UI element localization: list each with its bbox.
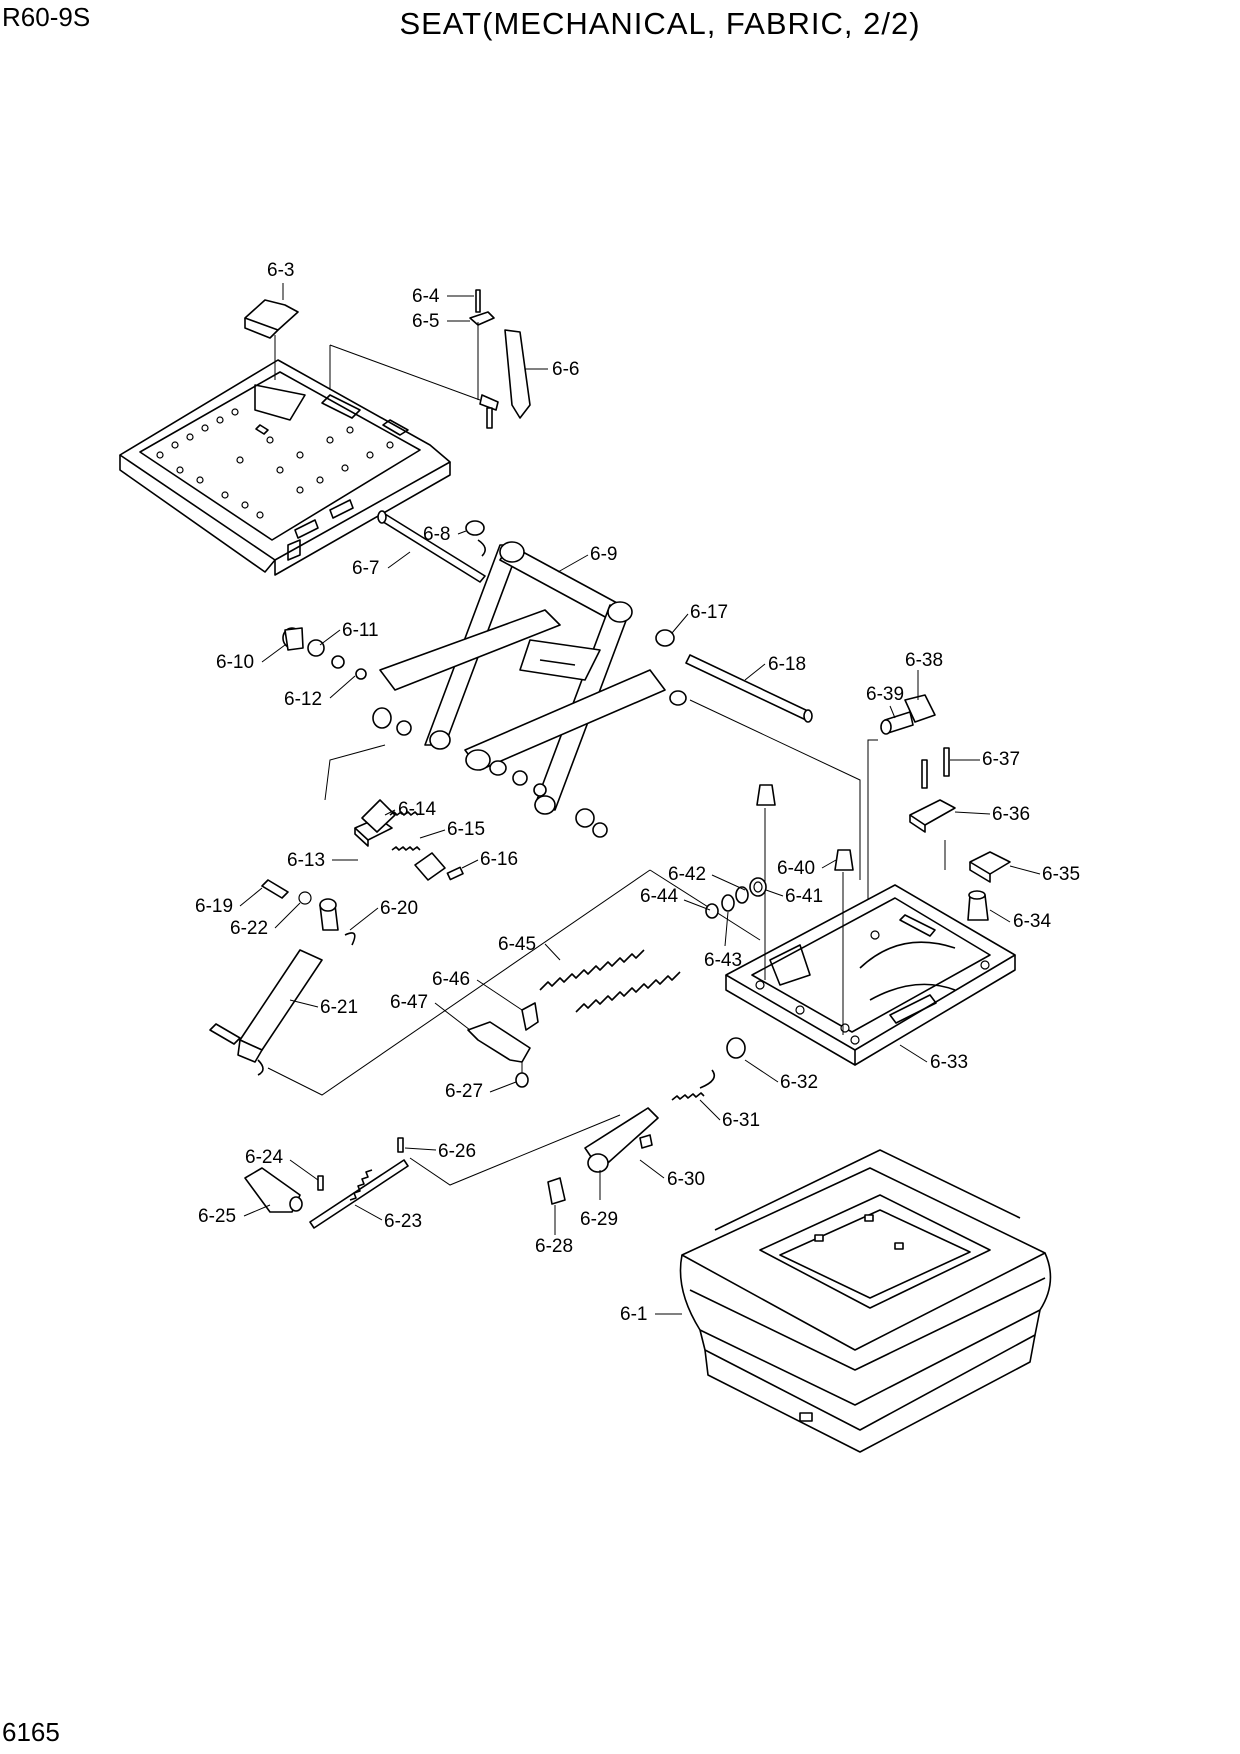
callout-6-12: 6-12 <box>284 689 322 710</box>
part-6-3-bracket <box>244 299 299 380</box>
callout-6-41: 6-41 <box>785 886 823 907</box>
callout-6-4: 6-4 <box>412 286 440 307</box>
callout-6-26: 6-26 <box>438 1141 476 1162</box>
callout-6-10: 6-10 <box>216 652 254 673</box>
callout-6-27: 6-27 <box>445 1081 483 1102</box>
callout-6-38: 6-38 <box>905 650 943 671</box>
part-6-36-to-6-39-adjuster <box>867 670 956 900</box>
callout-6-31: 6-31 <box>722 1110 760 1131</box>
callout-6-46: 6-46 <box>432 969 470 990</box>
callout-6-1: 6-1 <box>620 1304 647 1325</box>
callout-6-42: 6-42 <box>668 864 706 885</box>
part-6-31-6-32-spring-bush <box>671 1037 746 1101</box>
callout-6-32: 6-32 <box>780 1072 818 1093</box>
callout-6-13: 6-13 <box>287 850 325 871</box>
part-6-17-6-18-shaft <box>655 629 813 723</box>
callout-6-37: 6-37 <box>982 749 1020 770</box>
part-6-4-6-5-6-6-lever <box>469 289 531 429</box>
callout-6-5: 6-5 <box>412 311 439 332</box>
callout-6-35: 6-35 <box>1042 864 1080 885</box>
part-6-41-to-6-43-washers <box>705 877 767 919</box>
part-6-28-to-6-30-link <box>547 1107 659 1205</box>
callout-6-15: 6-15 <box>447 819 485 840</box>
callout-6-28: 6-28 <box>535 1236 573 1257</box>
callout-6-9: 6-9 <box>590 544 617 565</box>
callout-6-7: 6-7 <box>352 558 379 579</box>
callout-6-20: 6-20 <box>380 898 418 919</box>
callout-6-43: 6-43 <box>704 950 742 971</box>
seat-top-plate-drawing <box>119 359 451 576</box>
part-6-21-shock-absorber <box>209 879 356 1076</box>
callout-6-17: 6-17 <box>690 602 728 623</box>
part-6-1-seat-cushion <box>679 1149 1052 1453</box>
cone-6-40 <box>834 849 854 871</box>
callout-6-3: 6-3 <box>267 260 294 281</box>
callout-6-33: 6-33 <box>930 1052 968 1073</box>
callout-6-44: 6-44 <box>640 886 678 907</box>
callout-6-25: 6-25 <box>198 1206 236 1227</box>
cone-6-44 <box>756 784 776 806</box>
callout-6-23: 6-23 <box>384 1211 422 1232</box>
callout-6-30: 6-30 <box>667 1169 705 1190</box>
callout-labels: 6-3 6-4 6-5 6-6 6-7 6-8 6-9 6-10 6-11 6-… <box>195 260 1080 1325</box>
part-6-9-scissor-frame <box>379 541 666 815</box>
part-6-45-springs <box>539 949 681 1013</box>
callout-6-34: 6-34 <box>1013 911 1051 932</box>
callout-6-24: 6-24 <box>245 1147 283 1168</box>
callout-6-16: 6-16 <box>480 849 518 870</box>
callout-6-29: 6-29 <box>580 1209 618 1230</box>
callout-6-8: 6-8 <box>423 524 450 545</box>
part-6-34-6-35-cap-pad <box>967 851 1011 921</box>
part-6-23-to-6-26-handle <box>244 1114 621 1229</box>
callout-6-18: 6-18 <box>768 654 806 675</box>
callout-6-40: 6-40 <box>777 858 815 879</box>
part-6-8-bush <box>465 520 486 557</box>
part-6-7-shaft <box>377 510 486 583</box>
callout-6-47: 6-47 <box>390 992 428 1013</box>
part-6-13-to-6-16-springs-plates <box>354 799 464 881</box>
model-code: R60-9S <box>2 2 91 32</box>
callout-6-6: 6-6 <box>552 359 579 380</box>
callout-6-39: 6-39 <box>866 684 904 705</box>
callout-6-45: 6-45 <box>498 934 536 955</box>
callout-6-11: 6-11 <box>342 620 379 641</box>
callout-6-22: 6-22 <box>230 918 268 939</box>
callout-6-14: 6-14 <box>398 799 436 820</box>
callout-6-36: 6-36 <box>992 804 1030 825</box>
part-6-10-6-11-6-12-rollers <box>282 627 412 736</box>
page-title: SEAT(MECHANICAL, FABRIC, 2/2) <box>399 6 921 41</box>
callout-6-21: 6-21 <box>320 997 358 1018</box>
callout-6-19: 6-19 <box>195 896 233 917</box>
part-6-46-6-47-6-27-bracket <box>467 1002 539 1088</box>
page-number: 6165 <box>2 1717 60 1747</box>
